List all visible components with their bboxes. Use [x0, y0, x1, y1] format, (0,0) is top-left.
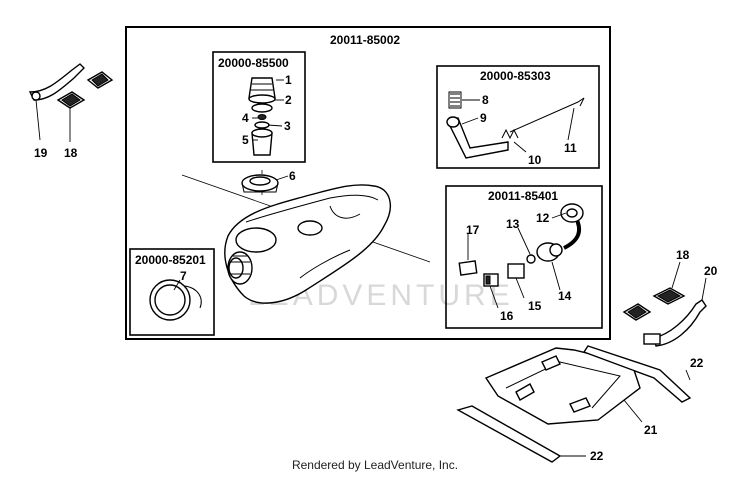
part-12-hose[interactable] [560, 203, 584, 250]
part-6-grommet[interactable] [241, 174, 279, 193]
part-8-spring[interactable] [448, 91, 462, 109]
part-20-bracket[interactable] [643, 299, 707, 347]
part-18-mount-right-a[interactable] [652, 287, 686, 305]
main-assembly-frame [125, 26, 611, 340]
label-18-left[interactable]: 18 [64, 146, 78, 160]
fuel-tank[interactable] [224, 184, 392, 304]
label-9[interactable]: 9 [480, 111, 487, 125]
label-14[interactable]: 14 [558, 289, 572, 303]
part-22-strap-right[interactable] [582, 345, 692, 403]
part-10-spring[interactable] [501, 128, 519, 140]
part-2-ring[interactable] [251, 103, 273, 113]
part-1-cap[interactable] [248, 77, 276, 104]
part-16-filter-element[interactable] [483, 273, 499, 287]
label-11[interactable]: 11 [564, 141, 577, 155]
leader-lines [35, 79, 707, 457]
tank-outlet-threads [227, 251, 253, 285]
label-13[interactable]: 13 [506, 217, 520, 231]
lever-assembly-frame [436, 65, 600, 169]
part-21-skid-plate[interactable] [484, 347, 641, 425]
label-3[interactable]: 3 [284, 119, 291, 133]
label-7[interactable]: 7 [180, 269, 187, 283]
filter-assembly-frame [445, 185, 603, 329]
cap-assembly-frame [212, 51, 306, 163]
part-18-mount-left-b[interactable] [56, 91, 86, 109]
label-22-right[interactable]: 22 [690, 356, 704, 370]
part-4-valve[interactable] [257, 114, 267, 120]
part-17-filter[interactable] [458, 260, 478, 276]
label-21[interactable]: 21 [644, 423, 658, 437]
cap-assembly-code[interactable]: 20000-85500 [218, 56, 289, 70]
label-5[interactable]: 5 [242, 133, 249, 147]
label-4[interactable]: 4 [242, 111, 249, 125]
part-7-gas-cap[interactable] [149, 279, 202, 321]
part-14-body[interactable] [536, 242, 563, 262]
label-10[interactable]: 10 [528, 153, 542, 167]
footer-credit: Rendered by LeadVenture, Inc. [291, 458, 459, 472]
label-16[interactable]: 16 [500, 309, 514, 323]
label-18-right[interactable]: 18 [676, 248, 690, 262]
main-assembly-code[interactable]: 20011-85002 [330, 33, 400, 47]
gascap-assembly-frame [129, 248, 215, 336]
label-19[interactable]: 19 [34, 146, 48, 160]
label-8[interactable]: 8 [482, 93, 489, 107]
label-1[interactable]: 1 [285, 73, 292, 87]
label-22-bottom[interactable]: 22 [590, 449, 604, 463]
part-18-mount-left-a[interactable] [86, 71, 114, 89]
label-20[interactable]: 20 [704, 264, 718, 278]
part-9-lever[interactable] [446, 116, 509, 159]
label-15[interactable]: 15 [528, 299, 542, 313]
part-13-oring[interactable] [526, 254, 536, 264]
part-15-filter[interactable] [507, 263, 525, 279]
label-12[interactable]: 12 [536, 211, 550, 225]
label-6[interactable]: 6 [289, 169, 296, 183]
part-11-rod[interactable] [509, 97, 585, 133]
part-3-washer[interactable] [254, 121, 270, 129]
part-18-mount-right-b[interactable] [622, 303, 652, 321]
label-17[interactable]: 17 [466, 223, 480, 237]
lever-assembly-code[interactable]: 20000-85303 [480, 69, 551, 83]
label-2[interactable]: 2 [285, 93, 292, 107]
part-5-nozzle[interactable] [251, 128, 273, 156]
filter-assembly-code[interactable]: 20011-85401 [488, 189, 558, 203]
gascap-assembly-code[interactable]: 20000-85201 [135, 253, 206, 267]
